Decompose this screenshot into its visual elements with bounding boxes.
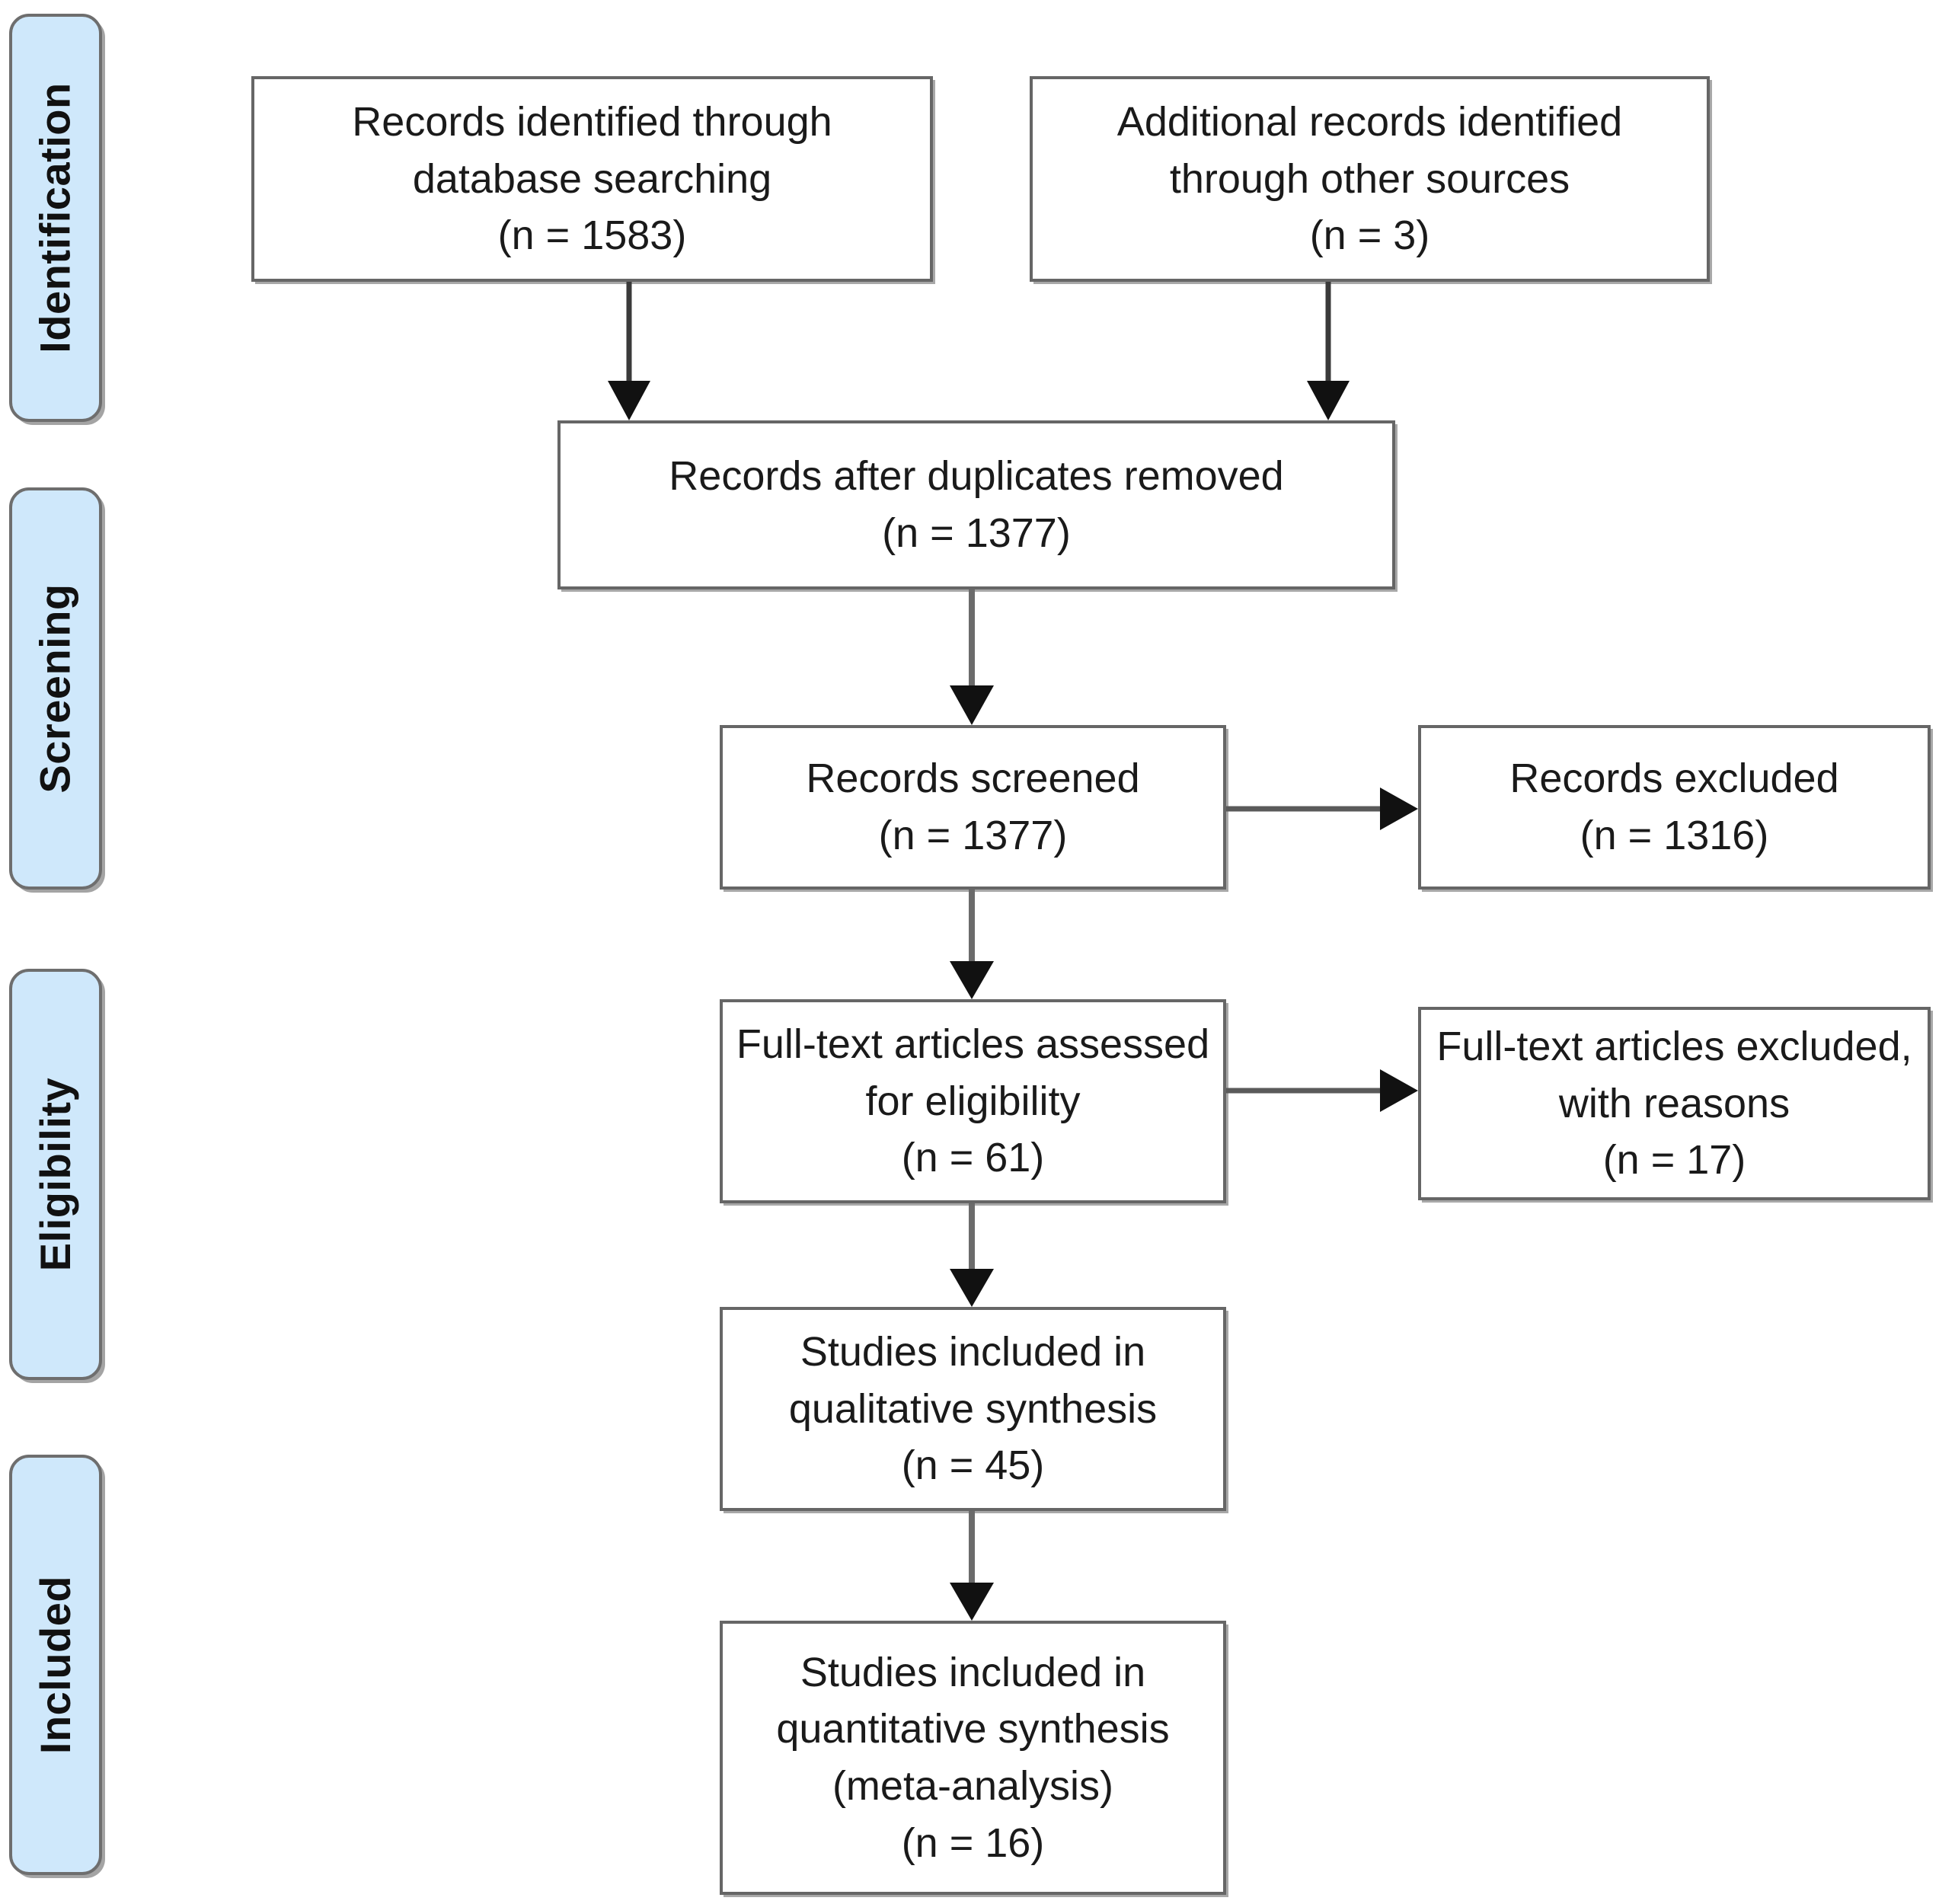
- box-count: (n = 1316): [1580, 813, 1769, 858]
- phase-label-screening: Screening: [31, 583, 80, 794]
- box-records-excluded: Records excluded (n = 1316): [1418, 725, 1931, 890]
- box-count: (n = 61): [901, 1135, 1045, 1181]
- box-count: (n = 1583): [497, 212, 687, 259]
- box-count: (n = 3): [1309, 212, 1430, 259]
- box-line: Additional records identified: [1116, 99, 1623, 145]
- phase-pill-eligibility: Eligibility: [9, 969, 102, 1380]
- box-count: (n = 1377): [878, 813, 1068, 858]
- box-records-after-duplicates-removed: Records after duplicates removed (n = 13…: [557, 420, 1395, 589]
- box-line: through other sources: [1169, 155, 1570, 202]
- box-line: qualitative synthesis: [788, 1385, 1158, 1432]
- phase-label-included: Included: [31, 1575, 80, 1755]
- box-line: Full-text articles assessed: [736, 1021, 1210, 1068]
- box-line: Records identified through: [352, 99, 832, 145]
- box-line: Full-text articles excluded,: [1436, 1024, 1912, 1070]
- box-line: Studies included in: [800, 1649, 1146, 1695]
- box-additional-records-other-sources: Additional records identified through ot…: [1030, 76, 1710, 282]
- box-count: (n = 17): [1602, 1137, 1746, 1184]
- box-quantitative-synthesis: Studies included in quantitative synthes…: [720, 1621, 1226, 1895]
- box-line: Records excluded: [1509, 756, 1839, 802]
- box-line: for eligibility: [865, 1078, 1081, 1124]
- box-line: Records after duplicates removed: [669, 453, 1284, 500]
- box-line: Studies included in: [800, 1329, 1146, 1375]
- box-line: quantitative synthesis: [776, 1706, 1170, 1752]
- box-line: with reasons: [1558, 1080, 1790, 1126]
- box-line: (meta-analysis): [832, 1763, 1114, 1809]
- box-fulltext-articles-assessed: Full-text articles assessed for eligibil…: [720, 999, 1226, 1203]
- box-line: Records screened: [806, 756, 1140, 802]
- phase-pill-screening: Screening: [9, 487, 102, 890]
- box-fulltext-articles-excluded: Full-text articles excluded, with reason…: [1418, 1007, 1931, 1200]
- box-line: database searching: [412, 155, 772, 202]
- box-count: (n = 16): [901, 1819, 1045, 1866]
- phase-label-eligibility: Eligibility: [31, 1077, 80, 1272]
- phase-label-identification: Identification: [31, 82, 80, 353]
- phase-pill-identification: Identification: [9, 14, 102, 422]
- box-records-identified-database: Records identified through database sear…: [251, 76, 933, 282]
- box-qualitative-synthesis: Studies included in qualitative synthesi…: [720, 1307, 1226, 1511]
- phase-pill-included: Included: [9, 1455, 102, 1875]
- box-count: (n = 45): [901, 1442, 1045, 1489]
- box-count: (n = 1377): [882, 510, 1071, 556]
- box-records-screened: Records screened (n = 1377): [720, 725, 1226, 890]
